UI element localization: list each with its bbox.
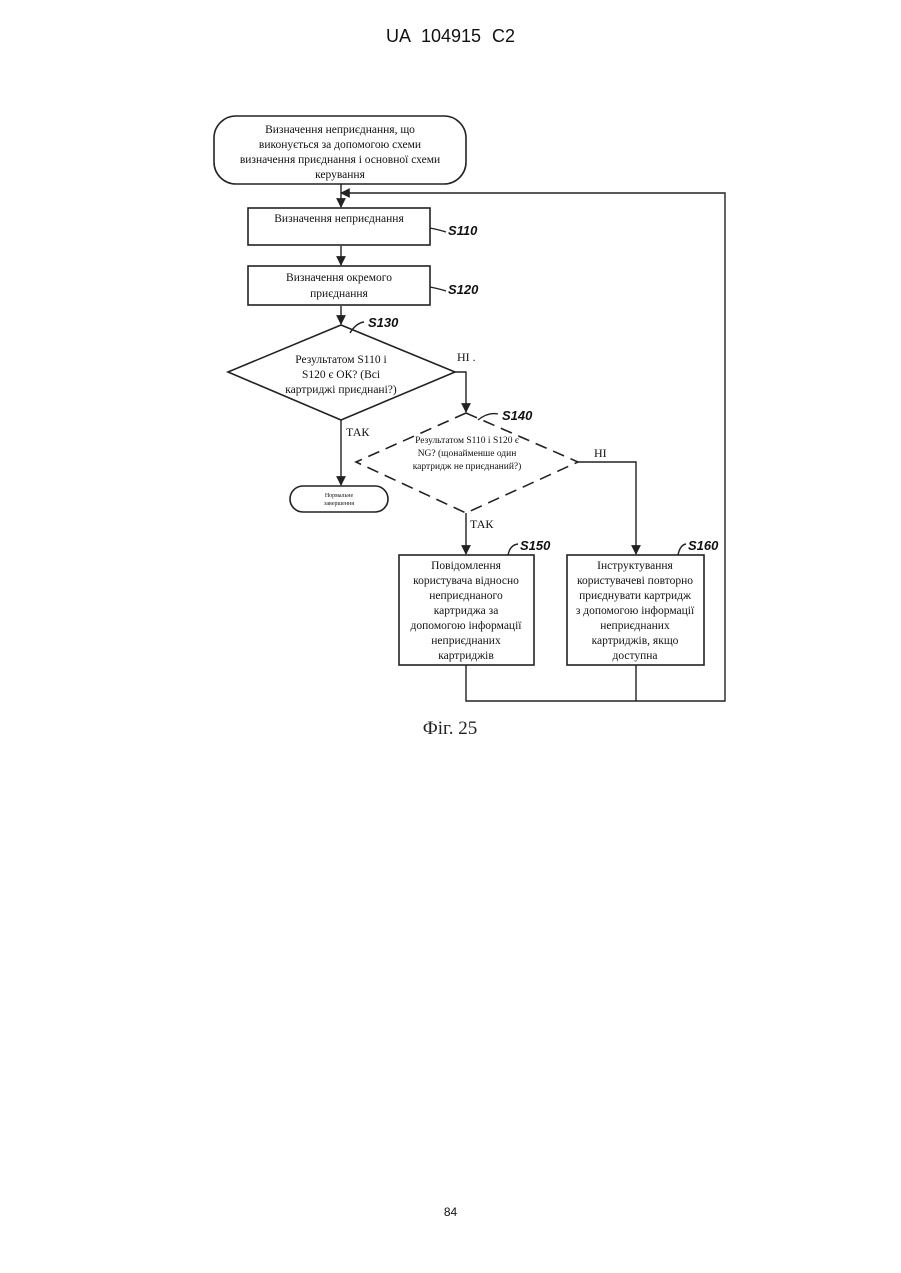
process-s120: Визначення окремого приєднання S120 <box>248 266 479 305</box>
s110-text: Визначення неприєднання <box>274 213 404 225</box>
s120-line-2: приєднання <box>310 288 368 300</box>
s160-line-5: неприєднаних <box>600 620 670 632</box>
s150-line-5: допомогою інформації <box>411 620 523 632</box>
start-line-4: керування <box>315 169 365 181</box>
s140-line-2: NG? (щонайменше один <box>418 448 517 459</box>
s150-line-3: неприєднаного <box>429 590 503 602</box>
end-line-2: завершення <box>324 501 354 507</box>
end-line-1: Нормальне <box>325 493 354 499</box>
s150-step-label: S150 <box>520 538 551 553</box>
s160-line-4: з допомогою інформації <box>576 605 695 617</box>
s140-yes-label: ТАК <box>470 517 494 531</box>
end-terminal: Нормальне завершення <box>290 486 388 512</box>
s150-line-1: Повідомлення <box>431 560 501 572</box>
s160-step-label: S160 <box>688 538 719 553</box>
s160-line-1: Інструктування <box>597 560 673 572</box>
s130-no-label: НІ . <box>457 350 476 364</box>
s150-line-2: користувача відносно <box>413 575 519 587</box>
decision-s130: Результатом S110 і S120 є ОК? (Всі картр… <box>228 315 455 420</box>
s150-line-6: неприєднаних <box>431 635 501 647</box>
s160-line-3: приєднувати картридж <box>579 590 691 602</box>
start-terminal: Визначення неприєднання, що виконується … <box>214 116 466 184</box>
s150-line-7: картриджів <box>438 650 494 662</box>
s130-yes-label: ТАК <box>346 425 370 439</box>
s130-line-1: Результатом S110 і <box>295 354 386 366</box>
figure-caption: Фіг. 25 <box>423 718 477 739</box>
s130-step-label: S130 <box>368 315 399 330</box>
s140-line-3: картридж не приєднаний?) <box>413 461 522 472</box>
connector-s140-no <box>578 462 636 554</box>
s120-step-label: S120 <box>448 282 479 297</box>
process-s160: Інструктування користувачеві повторно пр… <box>567 538 719 665</box>
s110-step-label: S110 <box>448 223 478 238</box>
s140-no-label: НІ <box>594 446 607 460</box>
decision-s140: Результатом S110 і S120 є NG? (щонайменш… <box>356 408 578 513</box>
start-line-1: Визначення неприєднання, що <box>265 124 415 136</box>
s160-line-7: доступна <box>612 650 657 662</box>
s130-line-2: S120 є ОК? (Всі <box>302 369 380 381</box>
s140-line-1: Результатом S110 і S120 є <box>415 436 519 446</box>
s130-line-3: картриджі приєднані?) <box>285 384 397 396</box>
connector-s130-no <box>455 372 466 412</box>
page-number: 84 <box>0 1205 901 1219</box>
s150-line-4: картриджа за <box>434 605 499 617</box>
s120-line-1: Визначення окремого <box>286 272 392 284</box>
s160-line-6: картриджів, якщо <box>592 635 679 647</box>
start-line-3: визначення приєднання і основної схеми <box>240 154 440 166</box>
start-line-2: виконується за допомогою схеми <box>259 139 421 151</box>
process-s110: Визначення неприєднання S110 <box>248 208 478 245</box>
s140-step-label: S140 <box>502 408 533 423</box>
process-s150: Повідомлення користувача відносно неприє… <box>399 538 551 665</box>
s160-line-2: користувачеві повторно <box>577 575 693 587</box>
